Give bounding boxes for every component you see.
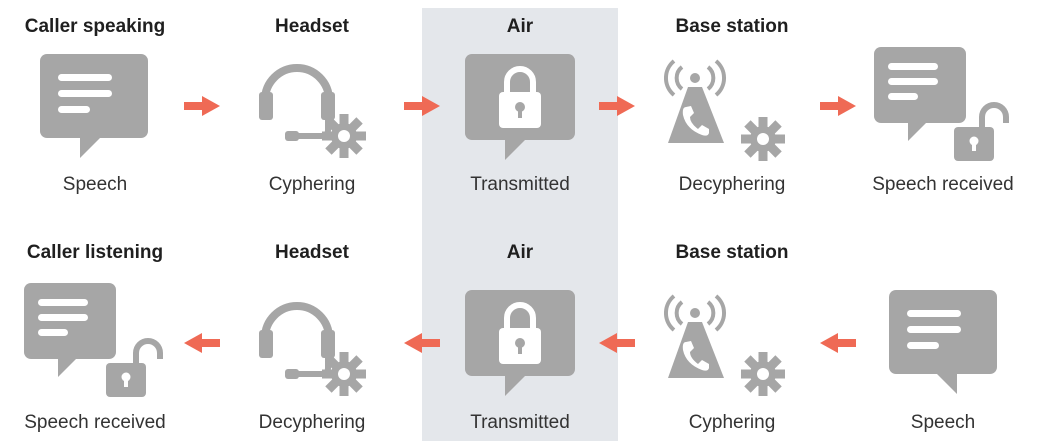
- bottom-heading-air: Air: [506, 242, 534, 263]
- arrow-right-icon: [820, 96, 856, 116]
- arrow-right-icon: [184, 96, 220, 116]
- locked-message-icon: [465, 54, 575, 162]
- speech-bubble-unlocked-icon: [24, 283, 164, 401]
- arrow-left-icon: [184, 333, 220, 353]
- bottom-caption-cyphering: Cyphering: [688, 412, 776, 433]
- top-caption-speech: Speech: [62, 174, 128, 195]
- speech-bubble-icon: [40, 54, 150, 159]
- headset-gear-icon: [255, 52, 370, 164]
- arrow-right-icon: [404, 96, 440, 116]
- arrow-left-icon: [404, 333, 440, 353]
- bottom-heading-headset: Headset: [275, 242, 349, 263]
- top-caption-cyphering: Cyphering: [268, 174, 356, 195]
- arrow-right-icon: [599, 96, 635, 116]
- bottom-caption-speech-received: Speech received: [24, 412, 166, 433]
- arrow-left-icon: [599, 333, 635, 353]
- top-heading-headset: Headset: [275, 16, 349, 37]
- locked-message-icon: [465, 290, 575, 398]
- top-heading-caller-speaking: Caller speaking: [24, 16, 166, 37]
- top-heading-air: Air: [506, 16, 534, 37]
- bottom-caption-transmitted: Transmitted: [470, 412, 570, 433]
- bottom-heading-base-station: Base station: [675, 242, 789, 263]
- top-caption-decyphering: Decyphering: [678, 174, 786, 195]
- speech-bubble-unlocked-icon: [874, 47, 1014, 165]
- bottom-heading-caller-listening: Caller listening: [26, 242, 164, 263]
- top-caption-transmitted: Transmitted: [470, 174, 570, 195]
- headset-gear-icon: [255, 290, 370, 402]
- arrow-left-icon: [820, 333, 856, 353]
- bottom-caption-speech: Speech: [910, 412, 976, 433]
- top-heading-base-station: Base station: [675, 16, 789, 37]
- speech-bubble-icon: [889, 290, 999, 395]
- top-caption-speech-received: Speech received: [872, 174, 1014, 195]
- base-station-gear-icon: [664, 290, 789, 400]
- bottom-caption-decyphering: Decyphering: [258, 412, 366, 433]
- base-station-gear-icon: [664, 55, 789, 165]
